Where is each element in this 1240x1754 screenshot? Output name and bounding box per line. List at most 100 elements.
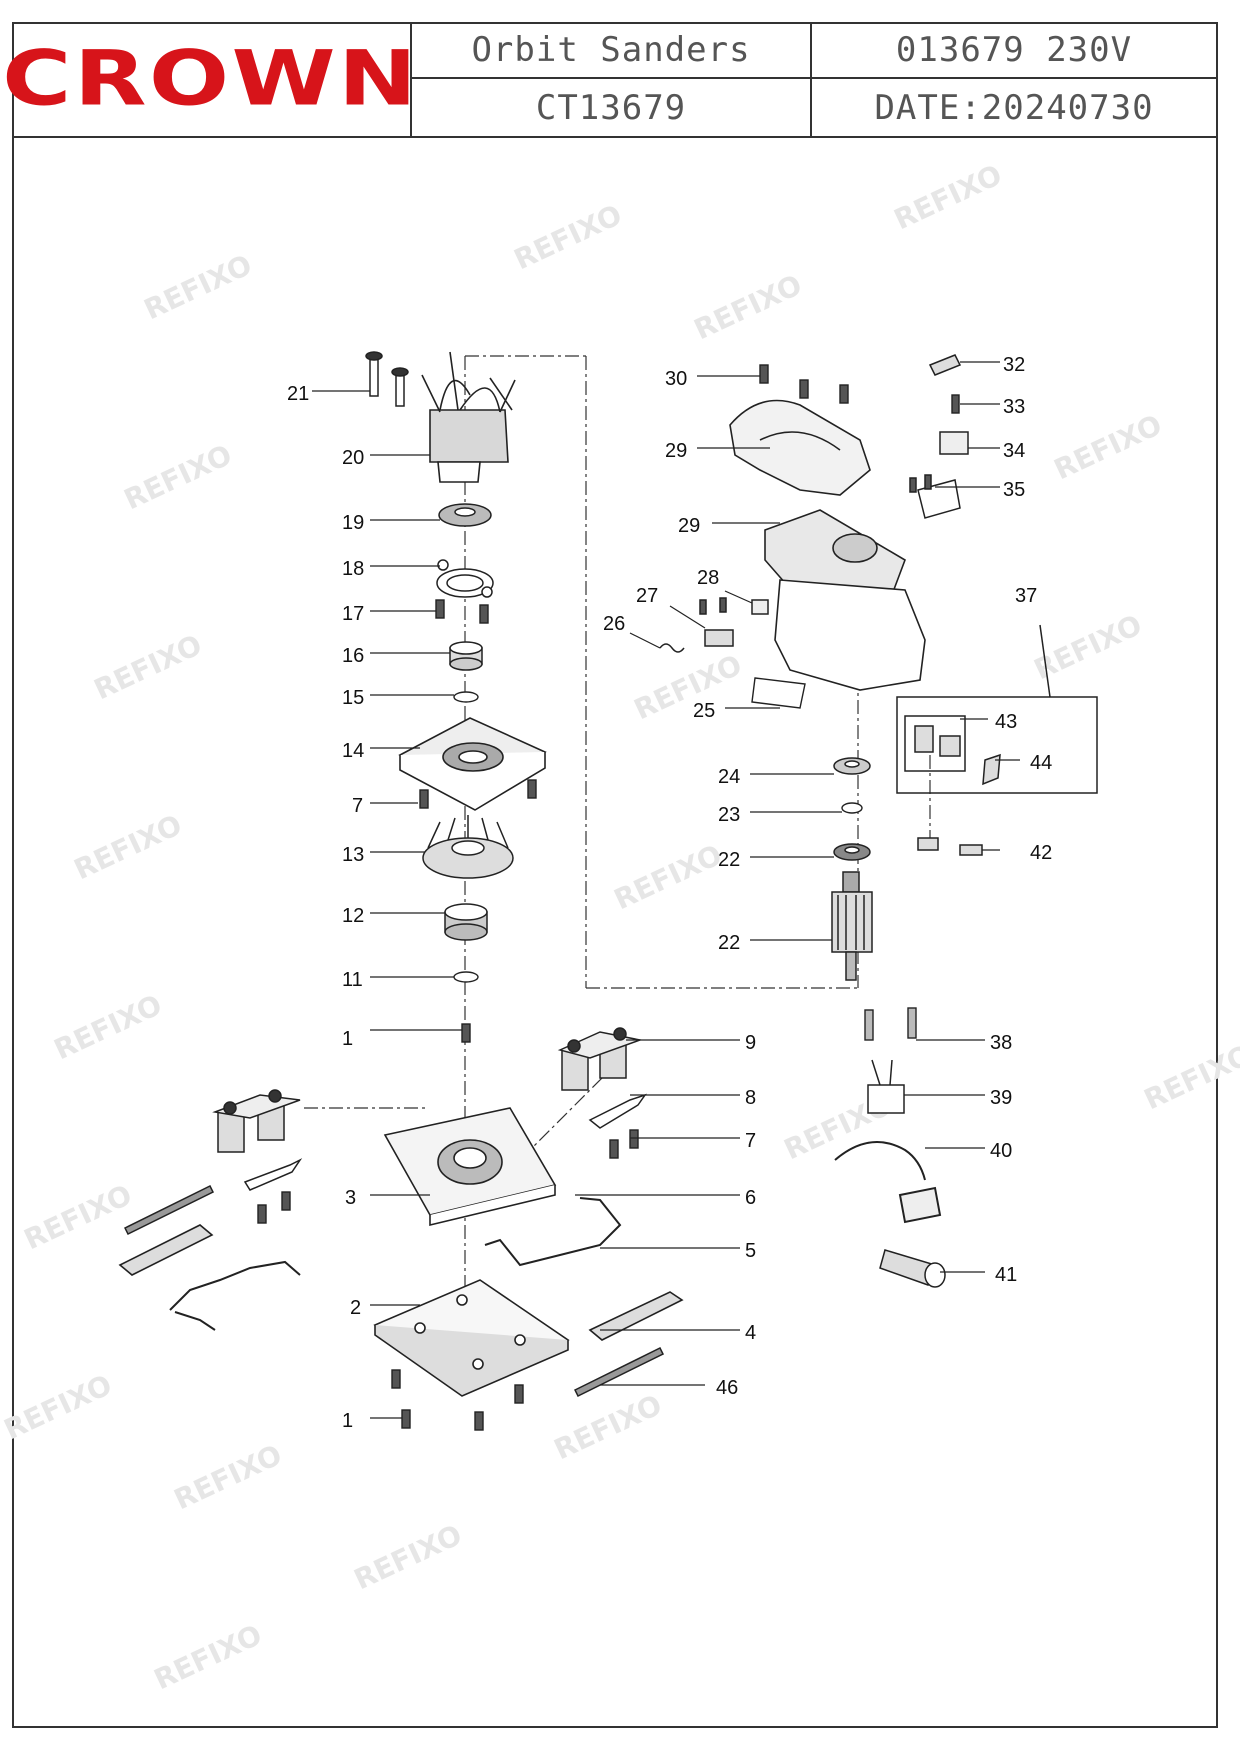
callout-16: 16 — [342, 645, 364, 667]
watermark: REFIXO — [889, 158, 1007, 236]
watermark: REFIXO — [0, 1368, 117, 1446]
part-9-rubber-feet — [557, 1027, 643, 1091]
callout-33: 32 — [1003, 354, 1025, 376]
drawing-frame — [12, 22, 1218, 1728]
callout-39: 39 — [990, 1087, 1012, 1109]
assembly-axes — [304, 355, 931, 1390]
part-7-screws-lower — [257, 1129, 639, 1224]
part-28-brush-holder — [699, 597, 734, 647]
part-2-sanding-pad — [373, 1279, 570, 1397]
part-15-washer — [453, 691, 479, 703]
watermark: REFIXO — [609, 838, 727, 916]
callout-29: 28 — [697, 567, 719, 589]
callout-15: 15 — [342, 687, 364, 709]
watermark: REFIXO — [1139, 1038, 1240, 1116]
part-9-rubber-feet-left — [212, 1089, 301, 1153]
part-1-screws-lower — [391, 1369, 524, 1431]
part-32-screws — [759, 364, 849, 404]
callout-36: 35 — [1003, 479, 1025, 501]
part-23-bearing — [833, 843, 871, 861]
watermark: REFIXO — [19, 1178, 137, 1256]
code-voltage: 013679 230V — [812, 22, 1216, 79]
part-18-bracket — [436, 559, 494, 598]
part-25-bearing — [833, 757, 871, 775]
watermark-layer: REFIXO REFIXO REFIXO REFIXO REFIXO REFIX… — [0, 158, 1240, 1696]
callout-43: 43 — [995, 711, 1017, 733]
callout-22: 22 — [718, 932, 740, 954]
callout-1: 1 — [342, 1028, 353, 1050]
watermark: REFIXO — [629, 648, 747, 726]
callout-2: 2 — [350, 1297, 361, 1319]
brand-logo: CROWN — [2, 34, 420, 123]
part-4-paper-clamp — [118, 1224, 684, 1341]
part-37-switch-set — [896, 624, 1098, 794]
callout-14: 14 — [342, 740, 364, 762]
part-19-bearing — [438, 503, 492, 527]
watermark: REFIXO — [49, 988, 167, 1066]
part-22-armature — [831, 871, 873, 981]
part-13-fan — [422, 815, 514, 879]
part-29-carbon-brush — [751, 599, 769, 615]
part-46-strip — [123, 1184, 665, 1398]
callout-24: 23 — [718, 804, 740, 826]
callout-labels: 21 20 19 18 17 16 15 14 7 13 12 11 1 3 2… — [287, 354, 1052, 1432]
callout-25: 24 — [718, 766, 740, 788]
callout-3: 3 — [345, 1187, 356, 1209]
watermark: REFIXO — [509, 198, 627, 276]
callout-38: 38 — [990, 1032, 1012, 1054]
callout-17: 17 — [342, 603, 364, 625]
part-8-clamp-lever — [243, 1093, 647, 1191]
part-12-counterweight — [444, 903, 488, 941]
callout-41: 41 — [995, 1264, 1017, 1286]
logo-cell: CROWN — [2, 22, 417, 136]
callout-6: 6 — [745, 1187, 756, 1209]
callout-42: 42 — [1030, 842, 1052, 864]
part-20-field-coil — [421, 351, 516, 483]
callout-21: 21 — [287, 383, 309, 405]
part-17-screws — [435, 599, 489, 624]
part-42-switch-levers — [917, 837, 983, 856]
part-5-6-paper-clamp-wire — [169, 1197, 622, 1331]
model-number: CT13679 — [412, 79, 812, 136]
callout-37: 37 — [1015, 585, 1037, 607]
part-30-lower-housing — [764, 509, 926, 691]
watermark: REFIXO — [69, 808, 187, 886]
watermark: REFIXO — [689, 268, 807, 346]
product-name: Orbit Sanders — [412, 22, 812, 79]
part-3-base-plate — [383, 1107, 557, 1227]
part-27-spring — [659, 643, 685, 653]
callout-26: 25 — [693, 700, 715, 722]
callout-19: 19 — [342, 512, 364, 534]
callout-5: 5 — [745, 1240, 756, 1262]
watermark: REFIXO — [139, 248, 257, 326]
callout-4: 4 — [745, 1322, 756, 1344]
callout-20: 20 — [342, 447, 364, 469]
callout-34: 33 — [1003, 396, 1025, 418]
part-34-screw — [951, 394, 960, 414]
callout-44: 44 — [1030, 752, 1052, 774]
part-11-washer — [453, 971, 479, 983]
part-36-switch-bracket — [909, 474, 961, 519]
watermark: REFIXO — [169, 1438, 287, 1516]
part-16-bearing — [449, 641, 483, 671]
callout-35: 34 — [1003, 440, 1025, 462]
callout-1-lower: 1 — [342, 1410, 353, 1432]
title-block: CROWN Orbit Sanders CT13679 013679 230V … — [2, 22, 1218, 138]
part-39-capacitor — [867, 1059, 905, 1114]
part-35-switch — [939, 431, 969, 455]
callout-30-upper: 29 — [665, 440, 687, 462]
part-26-label — [751, 677, 806, 709]
callout-23: 22 — [718, 849, 740, 871]
callout-12: 12 — [342, 905, 364, 927]
part-24-washer — [841, 802, 863, 814]
callout-46: 46 — [716, 1377, 738, 1399]
callout-27: 26 — [603, 613, 625, 635]
part-14-bearing-housing — [398, 717, 547, 811]
leader-lines — [312, 361, 1020, 1419]
part-21-screws — [365, 351, 409, 407]
callout-13: 13 — [342, 844, 364, 866]
part-43-switch-button — [914, 725, 961, 757]
callout-8: 8 — [745, 1087, 756, 1109]
callout-30-lower: 29 — [678, 515, 700, 537]
